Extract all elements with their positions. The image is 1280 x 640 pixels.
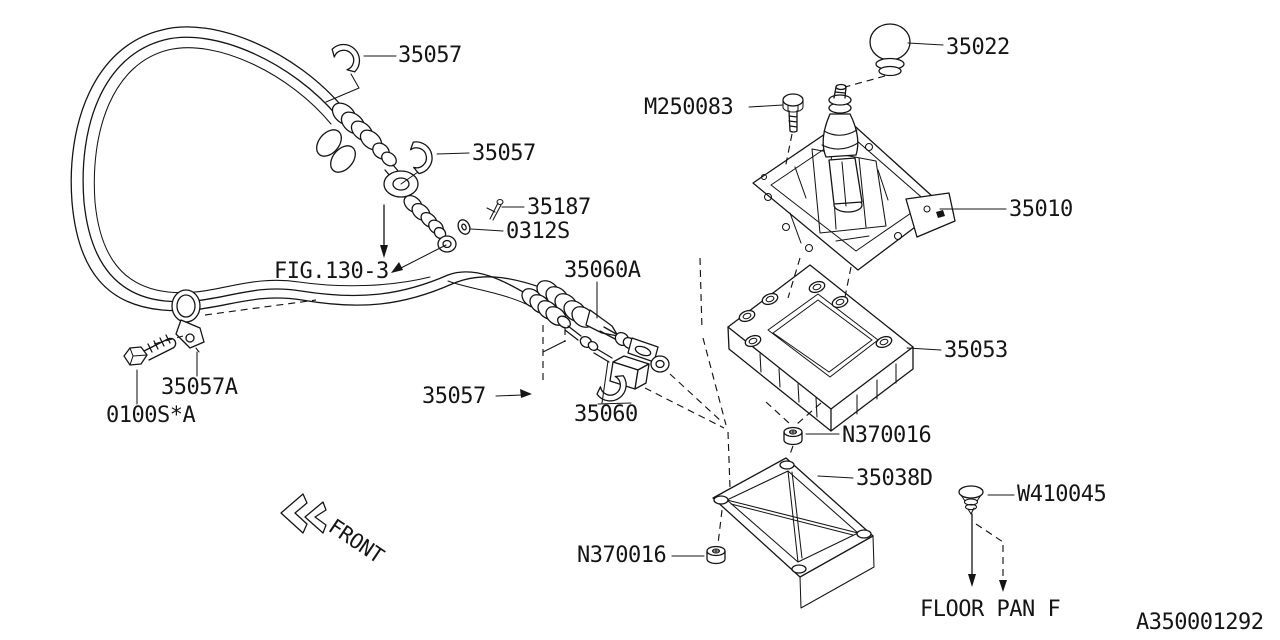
nut-lower: [706, 545, 726, 565]
transmission-cable-end: [316, 102, 457, 253]
lever-side-bracket: [905, 192, 956, 238]
label-spacer-plate: 35053: [944, 338, 1008, 363]
dashed-lines: [153, 75, 1004, 580]
down-arrow-icon: [999, 580, 1007, 592]
washer: [457, 219, 471, 235]
gasket-plate: [712, 457, 875, 609]
label-nut-lower: N370016: [577, 543, 666, 568]
label-knob: 35022: [946, 35, 1010, 60]
label-cotter-pin: 35187: [527, 195, 591, 220]
cotter-pin: [486, 198, 504, 221]
floor-screw: [958, 485, 984, 515]
cable-clip-mid: [408, 138, 436, 175]
label-drawing-number: A350001292: [1136, 610, 1263, 635]
label-clip-mid: 35057: [472, 141, 536, 166]
label-cable-shift: 35060: [574, 402, 638, 427]
label-lever-assembly: 35010: [1009, 197, 1073, 222]
clamp-bolt: [123, 334, 177, 366]
down-arrow-icon: [380, 245, 388, 258]
down-left-arrow-icon: [391, 262, 403, 273]
floor-pan-arrows: [968, 513, 1007, 592]
label-cable-select: 35060A: [564, 258, 641, 283]
lever-assembly: [752, 83, 956, 271]
clip-base-line: [597, 402, 632, 405]
leader-lines: [136, 42, 1015, 557]
cable-end-shift: [521, 288, 650, 390]
label-lever-bolt: M250083: [644, 95, 733, 120]
label-gasket: 35038D: [856, 466, 932, 491]
nut-upper: [783, 426, 803, 446]
label-clamp: 35057A: [161, 375, 238, 400]
cable-clamp: [171, 289, 205, 353]
down-arrow-icon: [968, 574, 976, 587]
plate-bosses: [738, 280, 893, 349]
label-front: FRONT: [324, 514, 388, 568]
label-floor-pan: FLOOR PAN F: [920, 597, 1060, 622]
label-fig-ref: FIG.130-3: [274, 259, 389, 284]
label-clip-bottom: 35057: [422, 384, 486, 409]
fig-reference-arrows: [380, 204, 532, 398]
label-washer: 0312S: [506, 219, 570, 244]
cable-clip-top: [328, 37, 367, 76]
label-nut-upper: N370016: [842, 423, 931, 448]
label-clip-top: 35057: [398, 43, 462, 68]
front-arrow-icon: [280, 493, 327, 534]
part-labels: 35057 35057 35187 0312S FIG.130-3 35060A…: [106, 35, 1264, 635]
label-clamp-bolt: 0100S*A: [106, 403, 195, 428]
spacer-plate: [727, 264, 914, 432]
lever-bolt: [782, 93, 804, 133]
label-floor-screw: W410045: [1017, 482, 1106, 507]
boot-taper: [585, 309, 619, 337]
shift-knob: [869, 23, 911, 77]
cable-loop: [70, 26, 546, 312]
right-arrow-icon: [520, 389, 532, 398]
